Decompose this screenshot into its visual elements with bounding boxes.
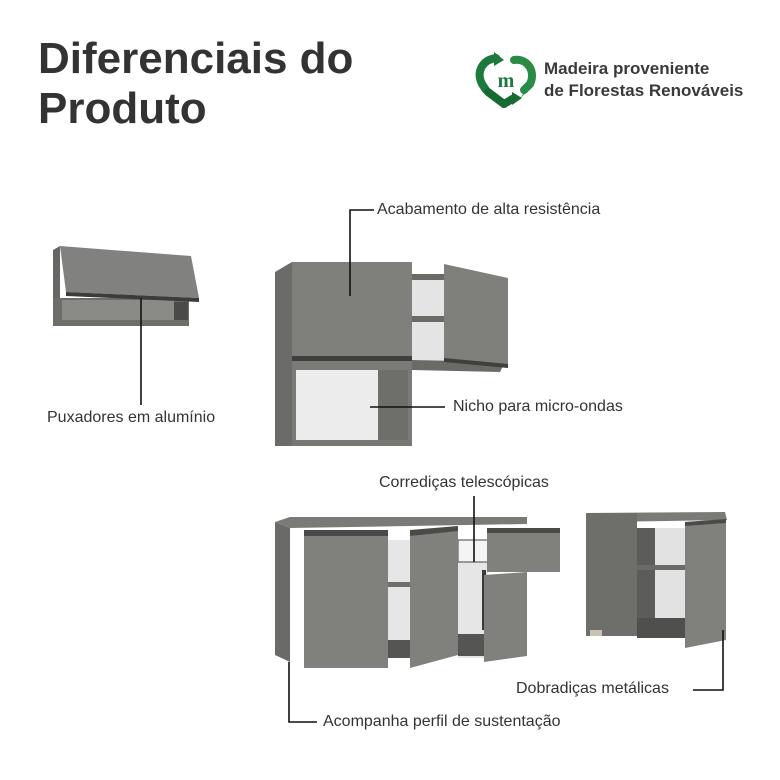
badge-text: Madeira proveniente de Florestas Renováv… [544, 58, 743, 102]
label-acabamento: Acabamento de alta resistência [377, 201, 601, 218]
upper-cabinet-with-niche [275, 262, 508, 446]
label-nicho: Nicho para micro-ondas [453, 398, 623, 415]
sustainability-badge: m Madeira proveniente de Florestas Renov… [474, 50, 764, 110]
label-perfil: Acompanha perfil de sustentação [323, 713, 561, 730]
title-line-1: Diferenciais do [38, 34, 354, 83]
svg-text:m: m [498, 70, 515, 92]
label-puxadores: Puxadores em alumínio [47, 409, 216, 426]
badge-line-1: Madeira proveniente [544, 59, 710, 78]
single-base-cabinet [586, 512, 727, 648]
page-title: Diferenciais do Produto [38, 34, 353, 134]
title-line-2: Produto [38, 84, 207, 133]
label-corredicas: Corrediças telescópicas [379, 474, 549, 491]
base-cabinet [275, 517, 560, 668]
recycle-heart-m-icon: m [475, 52, 536, 108]
small-wall-cabinet [53, 246, 199, 326]
label-dobradicas: Dobradiças metálicas [516, 680, 669, 697]
badge-line-2: de Florestas Renováveis [544, 81, 744, 100]
leader-lines [140, 209, 724, 723]
